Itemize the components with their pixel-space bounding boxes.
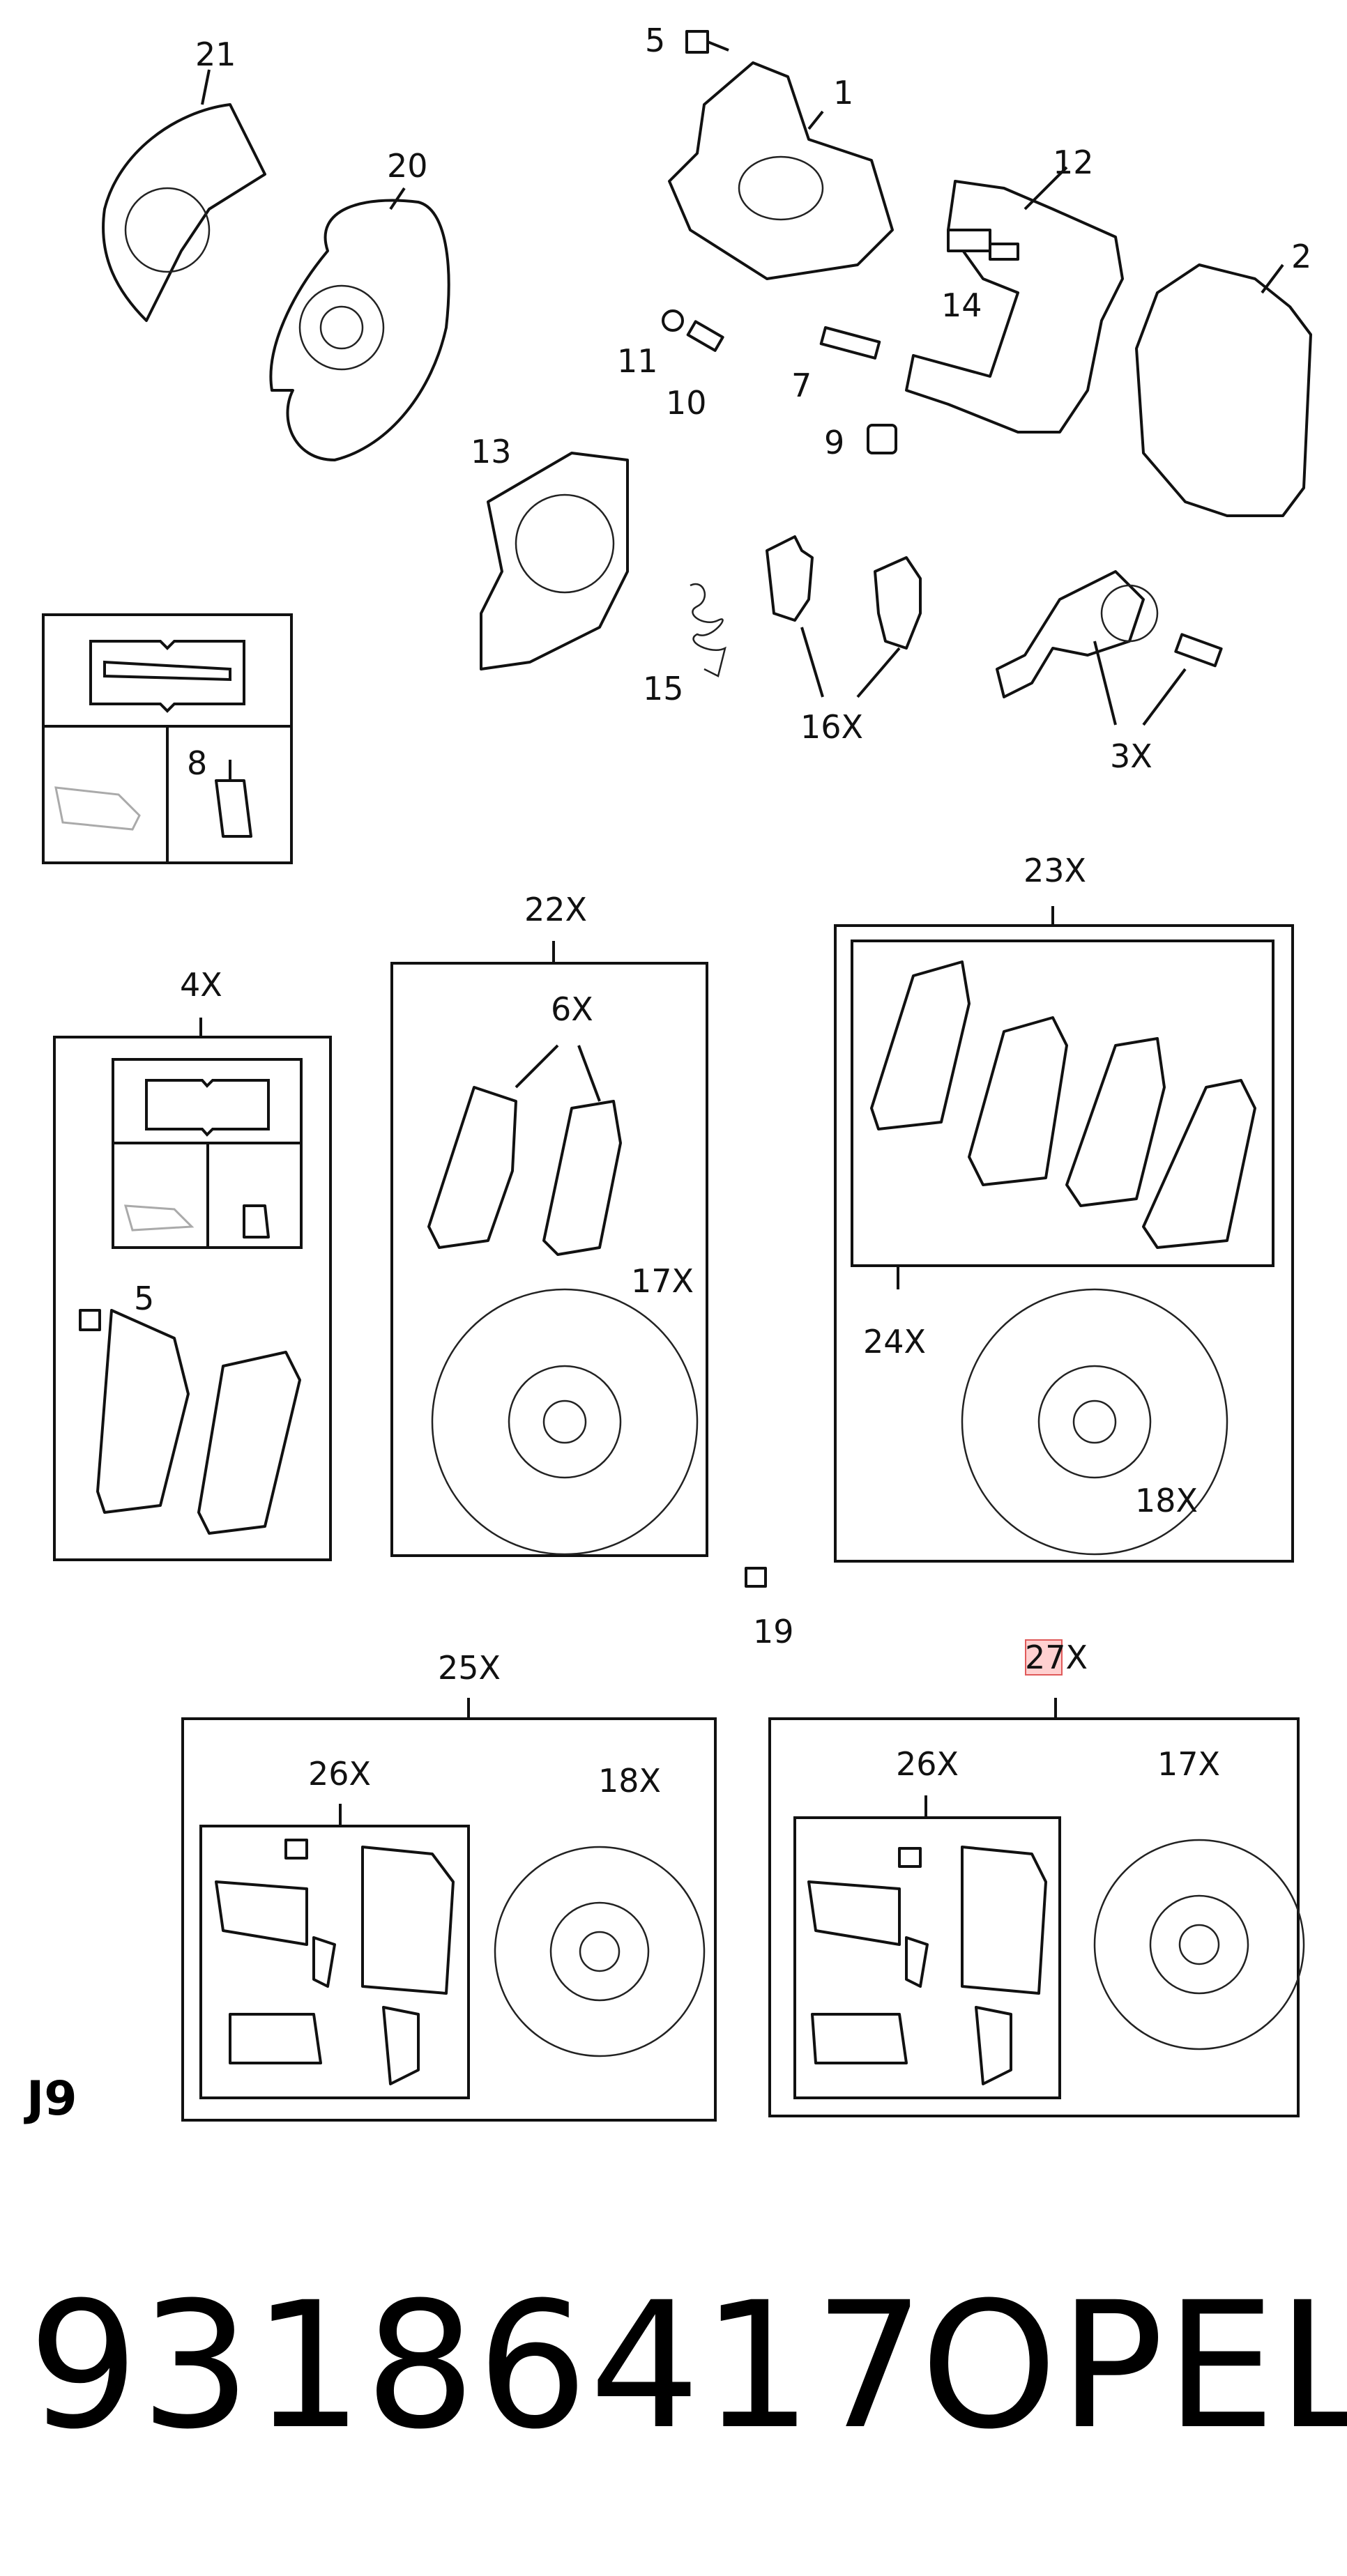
part-9-nut (867, 424, 897, 454)
diagram-code: J9 (26, 2071, 77, 2126)
label-18x-23: 18X (1135, 1482, 1198, 1519)
label-8: 8 (187, 744, 208, 782)
part-19-screw (745, 1567, 767, 1588)
label-17x-22: 17X (631, 1262, 694, 1300)
label-27x: 27X (1025, 1639, 1088, 1676)
part-21-dust-shield (102, 69, 266, 322)
part-14-guide-pin (947, 229, 1019, 261)
label-24x: 24X (863, 1323, 927, 1360)
label-22x: 22X (524, 891, 588, 928)
label-17x-27: 17X (1157, 1745, 1221, 1783)
label-23x: 23X (1023, 852, 1087, 889)
label-6x: 6X (551, 990, 593, 1028)
label-12: 12 (1053, 144, 1094, 181)
label-20: 20 (387, 147, 428, 185)
brand-name: OPEL (920, 2264, 1347, 2467)
label-21: 21 (195, 36, 236, 73)
box-4x (53, 1018, 332, 1561)
label-14: 14 (941, 286, 982, 324)
label-15: 15 (643, 670, 684, 707)
part-5-bolt (685, 30, 729, 54)
label-19: 19 (753, 1613, 794, 1650)
part-1-caliper (668, 61, 894, 280)
label-5-box: 5 (134, 1280, 155, 1317)
part-16x-shims (766, 535, 922, 698)
label-18x-25: 18X (598, 1762, 662, 1800)
part-7-bolt (819, 325, 881, 360)
label-9: 9 (824, 424, 845, 461)
box-25x (181, 1698, 717, 2122)
label-5: 5 (645, 22, 666, 59)
service-manual-box (42, 613, 293, 864)
label-2: 2 (1291, 238, 1312, 275)
part-2-caliper-housing (1135, 263, 1312, 517)
part-13-anchor-plate (480, 452, 629, 670)
label-4x: 4X (180, 966, 222, 1004)
box-27x (768, 1698, 1305, 2117)
part-20-backing-plate (269, 187, 450, 461)
label-7: 7 (791, 367, 812, 404)
label-10: 10 (666, 384, 707, 422)
part-3x-parking-lever (996, 570, 1223, 726)
part-12-carrier (905, 166, 1124, 434)
part-10-bleeder-screw (686, 320, 724, 352)
part-11-bleeder-cap (662, 309, 684, 332)
highlight-marker (1025, 1639, 1063, 1676)
label-25x: 25X (438, 1649, 501, 1687)
label-11: 11 (617, 342, 658, 380)
label-3x: 3X (1110, 737, 1152, 775)
label-26x-25: 26X (308, 1755, 372, 1793)
part-number: 93186417 (28, 2264, 927, 2467)
label-16x: 16X (800, 708, 864, 746)
box-23x (834, 906, 1294, 1563)
label-26x-27: 26X (896, 1745, 959, 1783)
part-15-spring (690, 583, 726, 677)
label-13: 13 (471, 433, 512, 470)
label-1: 1 (833, 74, 854, 112)
box-22x (390, 941, 708, 1557)
